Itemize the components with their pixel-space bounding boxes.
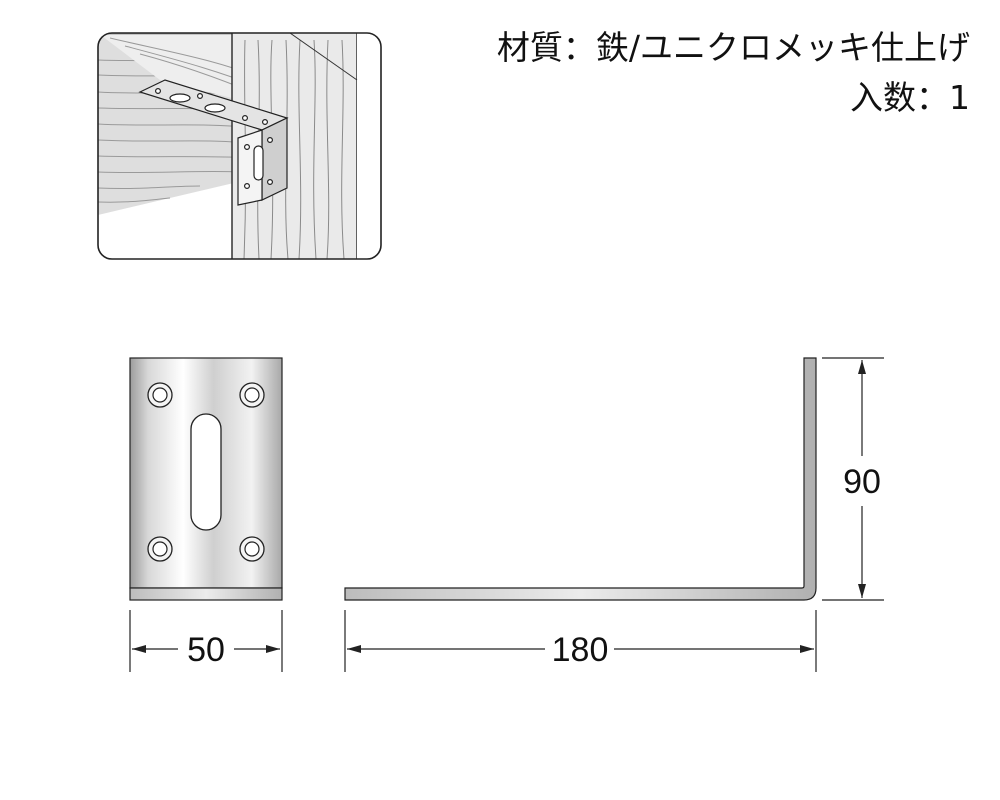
dimension-width <box>129 610 283 672</box>
screw-hole-bottom-right <box>239 536 265 562</box>
l-profile <box>344 357 817 601</box>
dimension-length <box>344 610 817 672</box>
screw-hole-top-right <box>239 382 265 408</box>
installation-illustration <box>97 32 382 260</box>
bracket-plate-edge <box>129 587 283 601</box>
dimension-height <box>822 357 884 601</box>
screw-hole-bottom-left <box>147 536 173 562</box>
slot-hole <box>190 413 222 531</box>
screw-hole-top-left <box>147 382 173 408</box>
bracket-side-view <box>344 357 817 601</box>
bracket-perspective <box>138 79 289 206</box>
bracket-front-view <box>129 357 283 601</box>
dimension-length-label: 180 <box>552 631 609 669</box>
illustration-frame <box>97 32 382 260</box>
material-spec: 材質：鉄/ユニクロメッキ仕上げ <box>496 28 970 67</box>
quantity-spec: 入数：1 <box>850 78 970 117</box>
dimension-height-label: 90 <box>843 463 881 501</box>
dimension-width-label: 50 <box>187 631 225 669</box>
